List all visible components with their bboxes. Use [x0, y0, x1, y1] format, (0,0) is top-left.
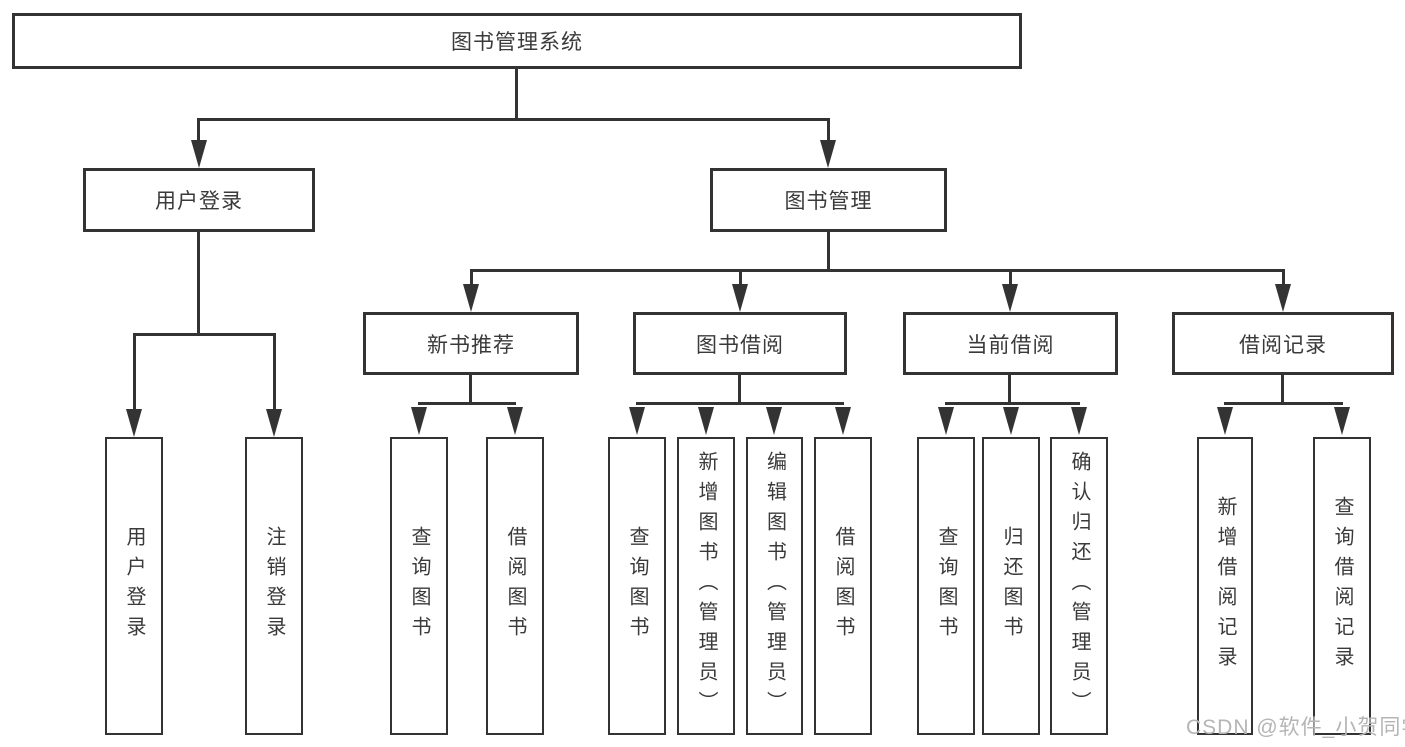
connector-book-borrow-split-line: [636, 402, 844, 405]
connector-stem-book-borrow: [739, 269, 742, 287]
arrowhead-to-leaf-return-book: [1003, 407, 1019, 435]
arrowhead-to-leaf-borrow-book-rec: [507, 407, 523, 435]
connector-stem-leaf-logout: [273, 333, 276, 411]
arrowhead-to-leaf-query-book-rec: [411, 407, 427, 435]
node-leaf-edit-book-admin: 编辑图书（管理员）: [746, 437, 803, 735]
connector-book-mgmt-drop-line: [827, 232, 830, 272]
node-library-management-system: 图书管理系统: [12, 13, 1022, 69]
node-leaf-query-book-current: 查询图书: [917, 437, 975, 735]
node-leaf-borrow-book-rec: 借阅图书: [486, 437, 544, 735]
connector-book-mgmt-split-line: [470, 269, 1285, 272]
connector-book-borrow-drop-line: [738, 375, 741, 405]
connector-new-book-rec-drop-line: [469, 375, 472, 405]
leaf-label-confirm-return-admin: 确认归还（管理员）: [1068, 451, 1090, 721]
csdn-watermark: CSDN @软件_小贺同学: [1186, 716, 1405, 739]
node-leaf-logout-login: 注销登录: [245, 437, 303, 735]
connector-user-login-split-line: [133, 333, 275, 336]
node-borrowing-records: 借阅记录: [1172, 312, 1394, 375]
arrowhead-to-current-borrow: [1002, 284, 1018, 312]
arrowhead-to-leaf-query-record: [1334, 407, 1350, 435]
leaf-label-query-book-rec: 查询图书: [408, 526, 430, 646]
node-user-login: 用户登录: [83, 168, 315, 232]
leaf-label-return-book: 归还图书: [1000, 526, 1022, 646]
arrowhead-to-leaf-borrow-book: [835, 407, 851, 435]
node-leaf-query-book-borrow: 查询图书: [608, 437, 666, 735]
node-current-borrowing: 当前借阅: [903, 312, 1118, 375]
connector-root-split-line: [198, 118, 830, 121]
node-leaf-return-book: 归还图书: [982, 437, 1040, 735]
arrowhead-to-borrow-records: [1275, 284, 1291, 312]
arrowhead-to-new-book-rec: [463, 284, 479, 312]
connector-current-borrow-drop-line: [1008, 375, 1011, 405]
connector-root-drop-line: [515, 69, 518, 119]
connector-current-borrow-split-line: [945, 402, 1080, 405]
leaf-label-edit-book-admin: 编辑图书（管理员）: [763, 451, 786, 721]
connector-borrow-records-drop-line: [1281, 375, 1284, 405]
leaf-label-query-borrow-record: 查询借阅记录: [1331, 496, 1353, 676]
arrowhead-to-leaf-query-book-borrow: [629, 407, 645, 435]
node-leaf-add-book-admin: 新增图书（管理员）: [677, 437, 735, 735]
connector-new-book-rec-split-line: [418, 402, 516, 405]
connector-stem-borrow-records: [1282, 269, 1285, 287]
node-leaf-user-login: 用户登录: [105, 437, 163, 735]
arrowhead-to-leaf-edit-book: [766, 407, 782, 435]
node-leaf-add-borrow-record: 新增借阅记录: [1197, 437, 1253, 735]
node-leaf-query-borrow-record: 查询借阅记录: [1313, 437, 1371, 735]
leaf-label-query-book-borrow: 查询图书: [626, 526, 648, 646]
connector-stem-user-login: [197, 118, 200, 143]
leaf-label-logout-login: 注销登录: [263, 526, 285, 646]
arrowhead-to-user-login: [191, 140, 207, 168]
leaf-label-user-login: 用户登录: [123, 526, 145, 646]
node-new-book-recommendation: 新书推荐: [363, 312, 579, 375]
arrowhead-to-leaf-add-book: [698, 407, 714, 435]
leaf-label-add-book-admin: 新增图书（管理员）: [695, 451, 717, 721]
node-leaf-borrow-book-borrow: 借阅图书: [814, 437, 872, 735]
arrowhead-to-book-borrow: [732, 284, 748, 312]
arrowhead-to-leaf-user-login: [126, 409, 142, 437]
node-book-borrowing: 图书借阅: [633, 312, 847, 375]
connector-stem-leaf-user-login: [133, 333, 136, 411]
connector-stem-current-borrow: [1009, 269, 1012, 287]
node-leaf-query-book-rec: 查询图书: [390, 437, 448, 735]
connector-borrow-records-split-line: [1224, 402, 1343, 405]
connector-stem-new-book-rec: [470, 269, 473, 287]
arrowhead-to-leaf-add-record: [1217, 407, 1233, 435]
leaf-label-add-borrow-record: 新增借阅记录: [1214, 496, 1236, 676]
arrowhead-to-leaf-query-book-current: [938, 407, 954, 435]
arrowhead-to-leaf-logout: [266, 409, 282, 437]
leaf-label-borrow-book-rec: 借阅图书: [504, 526, 526, 646]
arrowhead-to-book-mgmt: [820, 140, 836, 168]
node-leaf-confirm-return-admin: 确认归还（管理员）: [1050, 437, 1108, 735]
arrowhead-to-leaf-confirm-return: [1071, 407, 1087, 435]
node-book-management: 图书管理: [710, 168, 947, 232]
connector-user-login-drop-line: [197, 232, 200, 336]
connector-stem-book-mgmt: [827, 118, 830, 143]
leaf-label-query-book-current: 查询图书: [935, 526, 957, 646]
leaf-label-borrow-book-borrow: 借阅图书: [832, 526, 854, 646]
